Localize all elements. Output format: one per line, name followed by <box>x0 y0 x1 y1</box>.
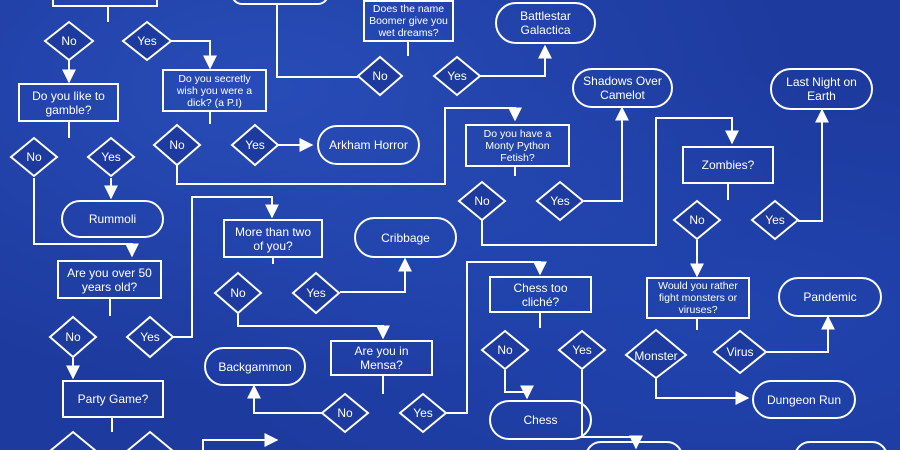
decision-top-no <box>43 20 95 62</box>
decision-pi-no <box>152 123 202 167</box>
label-top-no: No <box>61 34 77 48</box>
line-monty-yes-shadows <box>584 106 629 202</box>
decision-chess-yes <box>557 329 607 371</box>
question-zombies: Zombies? <box>682 146 774 184</box>
decision-zombies-no <box>672 199 722 241</box>
decision-more-yes <box>291 271 341 315</box>
decision-over50-no <box>48 315 98 359</box>
question-mensa: Are you in Mensa? <box>330 340 433 376</box>
decision-mensa-yes <box>398 392 448 434</box>
line-more-no-mensa <box>237 314 390 340</box>
label-over50-yes: Yes <box>140 330 160 344</box>
decision-monty-yes <box>535 180 585 222</box>
label-mensa-no: No <box>337 406 353 420</box>
bottom-right-pill-b <box>795 441 887 450</box>
label-more-yes: Yes <box>306 286 326 300</box>
decision-pi-yes <box>230 123 280 167</box>
outcome-chess: Chess <box>489 400 592 440</box>
outcome-last-night-on-earth: Last Night on Earth <box>770 68 873 110</box>
label-chess-no: No <box>497 343 513 357</box>
outcome-rummoli: Rummoli <box>61 200 164 238</box>
decision-mensa-no <box>320 392 370 434</box>
label-pi-no: No <box>169 138 185 152</box>
decision-zombies-yes <box>750 199 800 241</box>
decision-boomer-no <box>356 55 404 97</box>
decision-gamble-yes <box>86 136 136 178</box>
label-mensa-yes: Yes <box>413 406 433 420</box>
question-over-50: Are you over 50 years old? <box>57 260 162 299</box>
decision-party-yes <box>126 430 174 450</box>
question-party-game: Party Game? <box>62 380 164 418</box>
line-pi-no-monty <box>176 107 522 185</box>
label-boomer-yes: Yes <box>447 69 467 83</box>
question-more-than-two: More than two of you? <box>223 219 323 258</box>
line-mensa-yes-chess <box>446 261 547 414</box>
decision-over50-yes <box>125 315 175 359</box>
decision-top-yes <box>121 20 173 62</box>
decision-party-no <box>49 430 97 450</box>
label-gamble-yes: Yes <box>101 150 121 164</box>
label-virus: Virus <box>726 345 754 359</box>
label-gamble-no: No <box>26 150 42 164</box>
line-boomer-yes-battlestar <box>480 44 552 77</box>
outcome-cribbage: Cribbage <box>354 217 457 258</box>
label-more-no: No <box>230 286 246 300</box>
label-monster: Monster <box>634 349 678 363</box>
label-zombies-no: No <box>689 213 705 227</box>
question-chess-cliche: Chess too cliché? <box>489 276 592 313</box>
label-zombies-yes: Yes <box>765 213 785 227</box>
decision-chess-no <box>480 329 530 371</box>
label-monty-yes: Yes <box>550 194 570 208</box>
line-bottom-arrow <box>202 433 279 450</box>
outcome-battlestar-galactica: Battlestar Galactica <box>495 2 596 44</box>
label-pi-yes: Yes <box>245 138 265 152</box>
outcome-shadows-over-camelot: Shadows Over Camelot <box>572 68 673 108</box>
question-monty: Do you have a Monty Python Fetish? <box>465 124 570 167</box>
label-chess-yes: Yes <box>572 343 592 357</box>
question-pi: Do you secretly wish you were a dick? (a… <box>162 69 267 112</box>
line-chess-no-chess <box>504 370 534 400</box>
question-gamble: Do you like to gamble? <box>18 83 119 122</box>
decision-monty-no <box>457 180 507 222</box>
top-left-box <box>52 0 158 7</box>
decision-more-no <box>213 271 263 315</box>
bottom-right-pill-a <box>586 441 682 450</box>
line-chess-yes-down <box>581 370 643 450</box>
question-boomer: Does the name Boomer give you wet dreams… <box>363 0 454 42</box>
line-monty-no-zombies <box>481 117 739 246</box>
line-mv-virus-pandemic <box>766 315 835 353</box>
top-pill <box>232 0 328 5</box>
line-more-yes-cribbage <box>340 257 412 293</box>
line-mensa-no-backgammon <box>247 384 322 414</box>
label-top-yes: Yes <box>137 34 157 48</box>
label-monty-no: No <box>474 194 490 208</box>
line-zombies-yes-lastnight <box>798 108 829 222</box>
decision-boomer-yes <box>432 55 482 97</box>
label-over50-no: No <box>65 330 81 344</box>
line-over50-yes-more <box>172 196 279 338</box>
outcome-arkham-horror: Arkham Horror <box>317 125 420 165</box>
line-top-yes-arrow <box>168 40 217 70</box>
outcome-pandemic: Pandemic <box>778 277 882 317</box>
decision-gamble-no <box>9 136 59 178</box>
decision-virus <box>712 329 768 375</box>
line-mv-monster-dungeon <box>655 377 750 405</box>
question-monsters-viruses: Would you rather fight monsters or virus… <box>646 277 750 319</box>
line-boomer-no-up <box>276 4 358 78</box>
outcome-backgammon: Backgammon <box>204 347 306 386</box>
decision-monster <box>624 328 688 380</box>
line-gamble-no <box>33 178 139 258</box>
outcome-dungeon-run: Dungeon Run <box>752 380 856 419</box>
label-boomer-no: No <box>372 69 388 83</box>
